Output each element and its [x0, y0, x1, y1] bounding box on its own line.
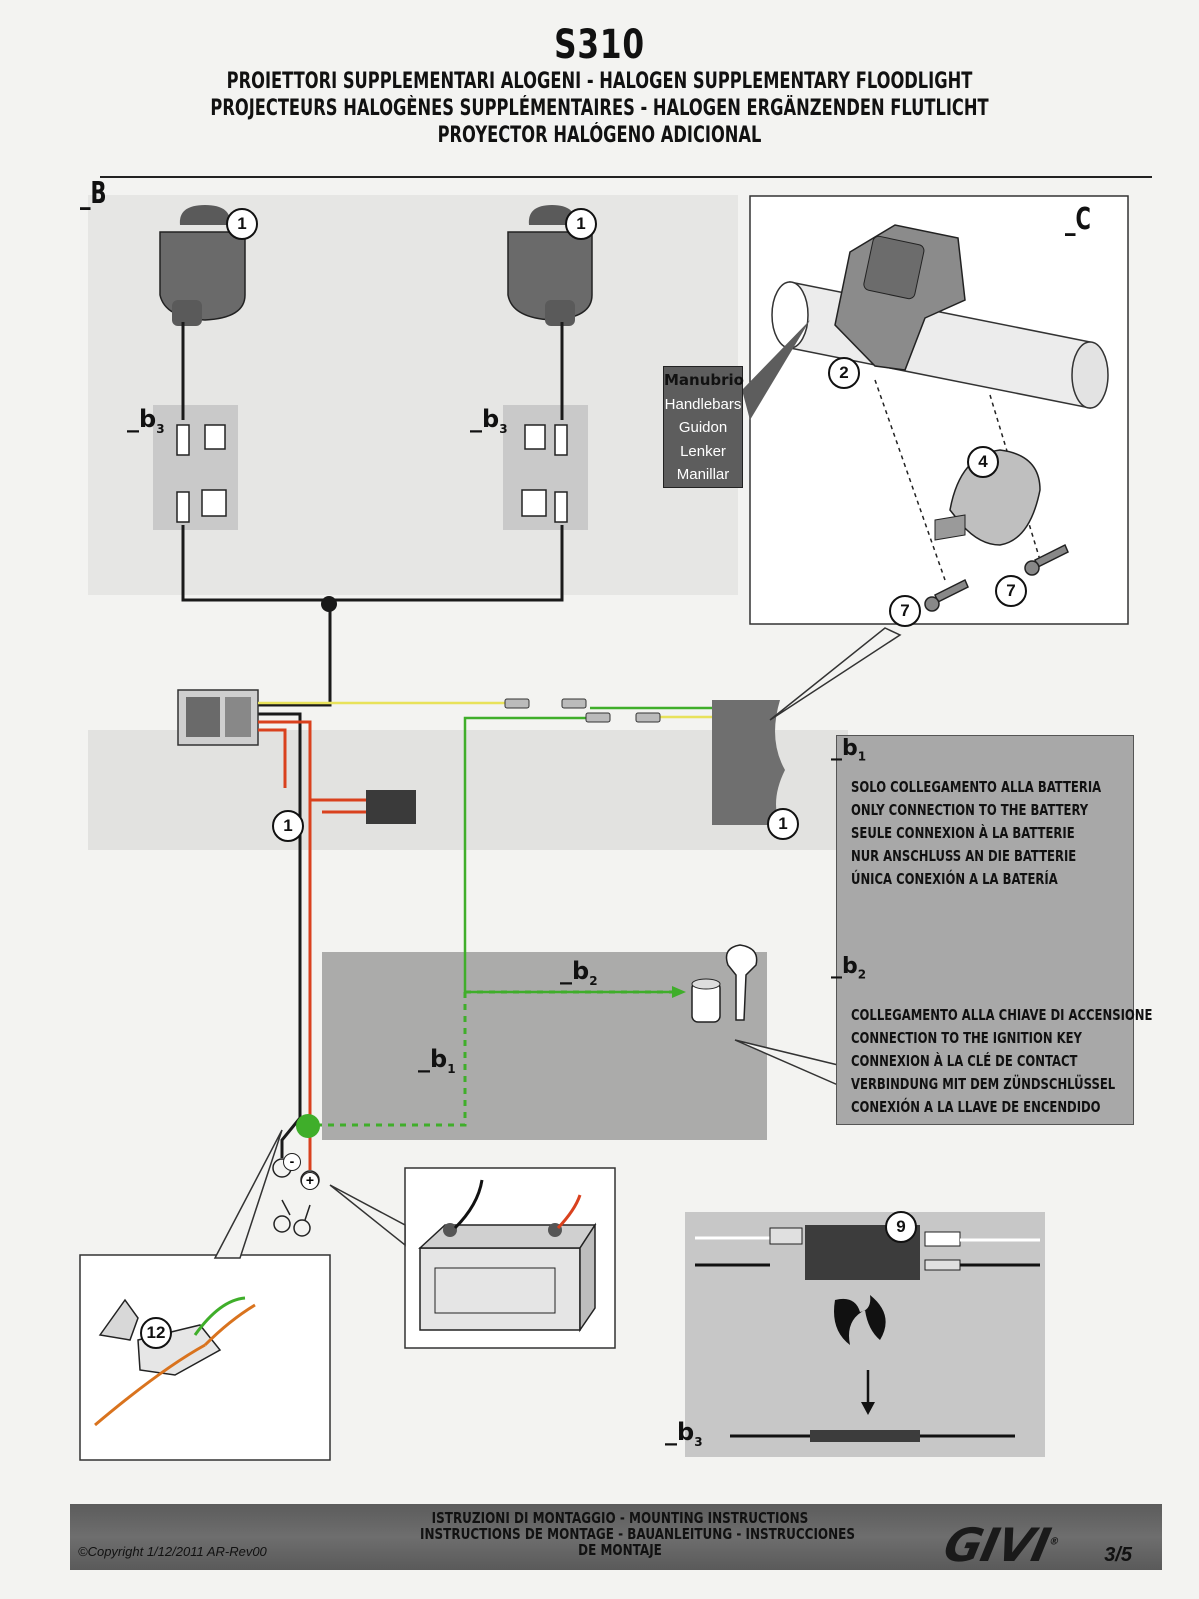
screws	[924, 543, 1069, 612]
footer-bar: ISTRUZIONI DI MONTAGGIO - MOUNTING INSTR…	[70, 1504, 1162, 1572]
switch-body	[712, 700, 785, 825]
polarity-plus: +	[301, 1172, 319, 1190]
label-b3-left: b3	[127, 405, 165, 436]
label-b3-splice: b3	[665, 1418, 703, 1449]
info-b2-line: CONEXIÓN A LA LLAVE DE ENCENDIDO	[851, 1098, 1101, 1116]
givi-logo: GIVI®	[939, 1518, 1060, 1572]
label-b1: b1	[418, 1045, 456, 1076]
subtitle-line-3: PROYECTOR HALÓGENO ADICIONAL	[437, 123, 762, 148]
info-b2-line: CONNECTION TO THE IGNITION KEY	[851, 1029, 1082, 1047]
callout-connector: 12	[140, 1317, 172, 1349]
info-b1-lines: SOLO COLLEGAMENTO ALLA BATTERIA ONLY CON…	[851, 776, 1185, 891]
callout-lamp-right: 1	[565, 208, 597, 240]
handlebar-label-it: Manubrio	[664, 371, 744, 389]
ring-terminals	[272, 1158, 320, 1237]
page-number: 3/5	[1104, 1544, 1132, 1566]
section-label-b: B	[80, 176, 107, 211]
info-b2-line: COLLEGAMENTO ALLA CHIAVE DI ACCENSIONE	[851, 1006, 1153, 1024]
relay-box	[177, 689, 259, 746]
callout-relay: 1	[272, 810, 304, 842]
label-b3-right: b3	[470, 405, 508, 436]
handlebar-label-box: Manubrio Handlebars Guidon Lenker Manill…	[663, 366, 744, 488]
info-b1-line: ÚNICA CONEXIÓN A LA BATERÍA	[851, 870, 1058, 888]
info-b1-line: SEULE CONNEXION À LA BATTERIE	[851, 824, 1075, 842]
info-b1-heading: b1	[831, 736, 866, 763]
ignition-key-drawing	[691, 944, 758, 1023]
callout-screw-b: 7	[995, 575, 1027, 607]
switch-bracket	[834, 224, 966, 371]
info-b2-heading: b2	[831, 954, 866, 981]
title-block: S310 PROIETTORI SUPPLEMENTARI ALOGENI - …	[0, 22, 1199, 149]
callout-screw-a: 7	[889, 595, 921, 627]
fuse-holder	[366, 790, 416, 824]
info-b2-lines: COLLEGAMENTO ALLA CHIAVE DI ACCENSIONE C…	[851, 1004, 1199, 1119]
callout-clamp: 4	[967, 446, 999, 478]
handlebar-label-en: Handlebars	[664, 395, 742, 413]
polarity-minus: -	[283, 1153, 301, 1171]
handlebar-label-es: Manillar	[676, 466, 730, 483]
info-b1-line: NUR ANSCHLUSS AN DIE BATTERIE	[851, 847, 1077, 865]
handlebar-label-de: Lenker	[680, 442, 726, 460]
footer-line-3: DE MONTAJE	[578, 1541, 662, 1559]
info-b2-line: VERBINDUNG MIT DEM ZÜNDSCHLÜSSEL	[851, 1075, 1116, 1093]
section-label-c: C	[1065, 202, 1091, 237]
model-title: S310	[554, 22, 645, 68]
junction-dot	[321, 596, 337, 612]
info-box: b1 SOLO COLLEGAMENTO ALLA BATTERIA ONLY …	[836, 735, 1152, 1125]
handlebar-label-fr: Guidon	[678, 419, 728, 436]
footer-instructions: ISTRUZIONI DI MONTAGGIO - MOUNTING INSTR…	[370, 1510, 870, 1558]
green-junction	[296, 1114, 320, 1138]
info-b1-line: ONLY CONNECTION TO THE BATTERY	[851, 801, 1089, 819]
callout-bracket: 2	[828, 357, 860, 389]
header-rule	[100, 176, 1152, 178]
connector-glyphs	[176, 424, 568, 523]
copyright-text: ©Copyright 1/12/2011 AR-Rev00	[78, 1544, 267, 1559]
callout-lamp-left: 1	[226, 208, 258, 240]
footer-line-1: ISTRUZIONI DI MONTAGGIO - MOUNTING INSTR…	[431, 1509, 809, 1527]
floodlight-right	[507, 205, 593, 326]
floodlight-left	[159, 205, 246, 326]
footer-line-2: INSTRUCTIONS DE MONTAGE - BAUANLEITUNG -…	[420, 1525, 856, 1543]
info-b2-line: CONNEXION À LA CLÉ DE CONTACT	[851, 1052, 1078, 1070]
subtitle-line-1: PROIETTORI SUPPLEMENTARI ALOGENI - HALOG…	[226, 69, 973, 94]
callout-splice: 9	[885, 1211, 917, 1243]
callout-switch: 1	[767, 808, 799, 840]
splice-drawing	[695, 1225, 1040, 1442]
info-b1-line: SOLO COLLEGAMENTO ALLA BATTERIA	[851, 778, 1102, 796]
subtitle-line-2: PROJECTEURS HALOGÈNES SUPPLÉMENTAIRES - …	[210, 96, 989, 121]
battery-drawing	[418, 1179, 597, 1333]
label-b2: b2	[560, 957, 598, 988]
